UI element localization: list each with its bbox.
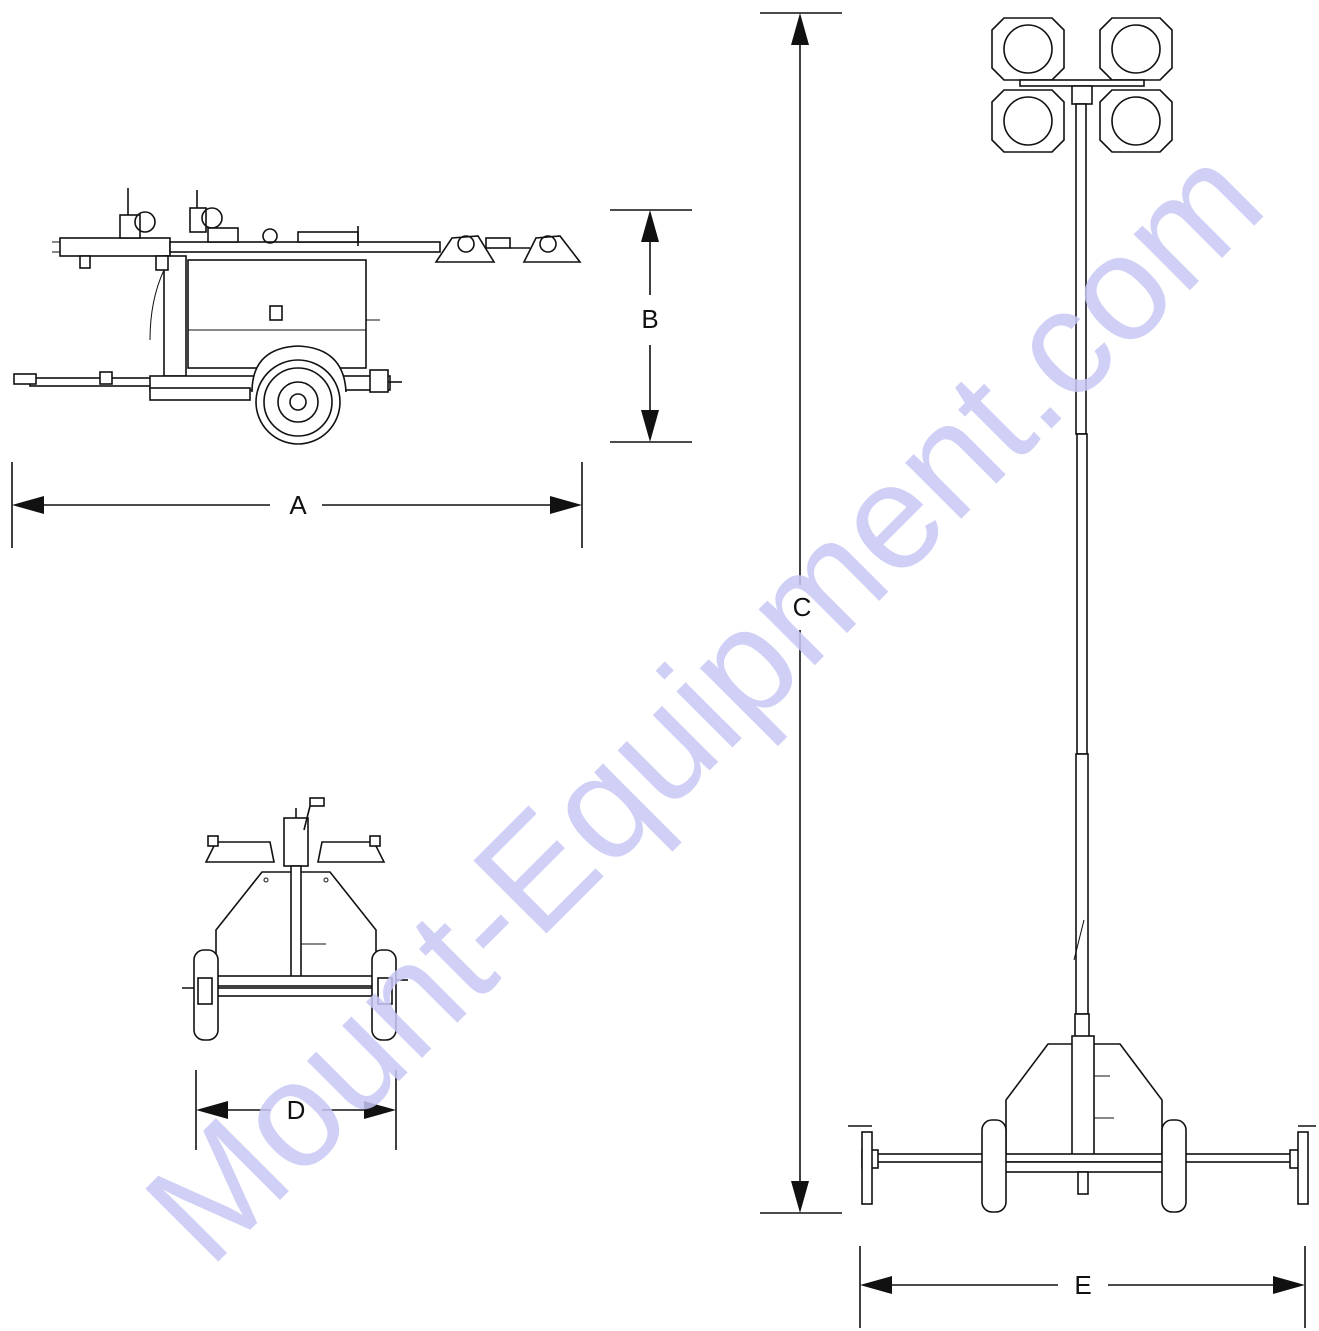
dimension-label-c: C bbox=[793, 592, 812, 622]
dimension-c: C bbox=[760, 12, 842, 1214]
side-view-trailer bbox=[13, 188, 582, 445]
dimension-b: B bbox=[610, 209, 692, 443]
dimension-d: D bbox=[195, 1070, 397, 1150]
dimension-a: A bbox=[11, 462, 583, 548]
deployed-view-tower bbox=[848, 17, 1316, 1213]
dimension-label-d: D bbox=[287, 1095, 306, 1125]
dimension-e: E bbox=[859, 1246, 1306, 1328]
dimension-label-a: A bbox=[289, 490, 307, 520]
lamp-cluster bbox=[991, 17, 1173, 153]
dimension-label-e: E bbox=[1074, 1270, 1091, 1300]
front-view-trailer bbox=[182, 797, 408, 1041]
dimension-label-b: B bbox=[641, 304, 658, 334]
